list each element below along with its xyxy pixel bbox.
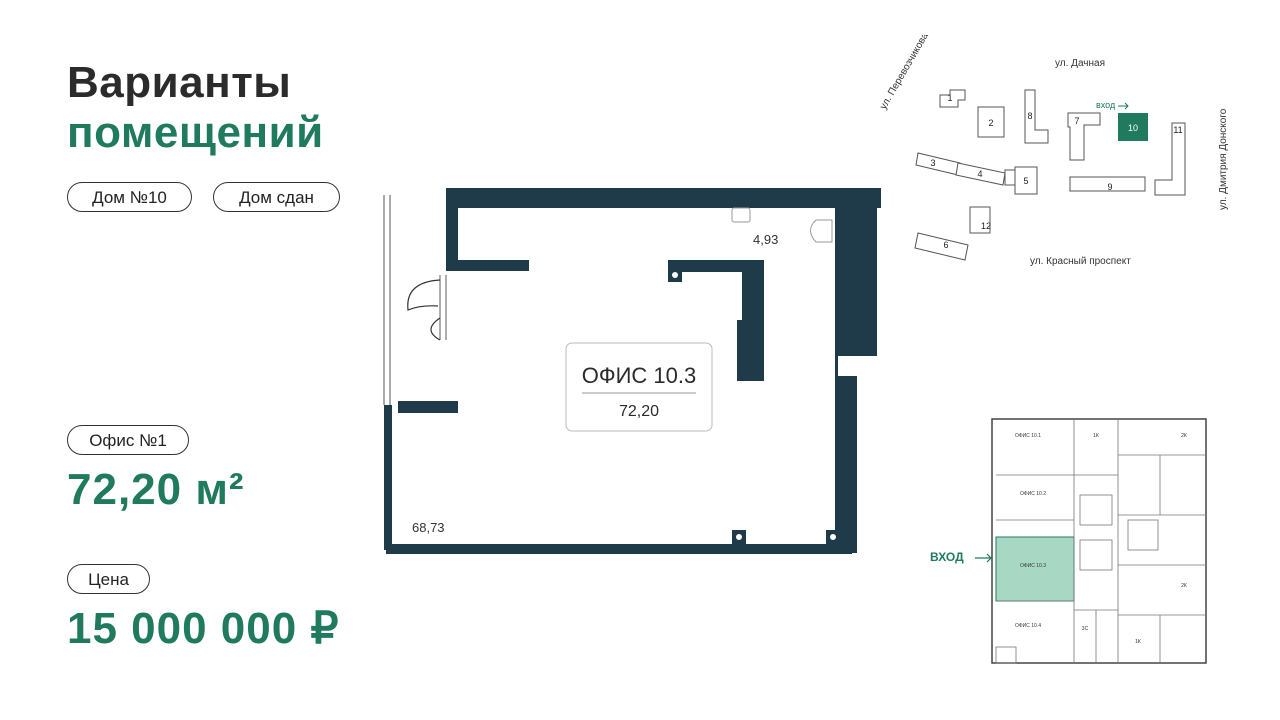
unit-office-10-3-highlight (995, 536, 1075, 602)
building-label-5: 5 (1023, 176, 1028, 186)
wall-top-left-vertical (446, 188, 458, 270)
wall-top (446, 188, 881, 208)
wall-inner-step (737, 320, 764, 381)
room-label-box (565, 342, 713, 432)
unit-label-office-10-2: ОФИС 10.2 (1020, 491, 1046, 497)
street-label-donskogo: ул. Дмитрия Донского (1218, 108, 1229, 210)
page-title-line1: Варианты (67, 58, 292, 107)
building-3 (915, 152, 961, 176)
building-2 (977, 106, 1005, 138)
building-label-1: 1 (947, 93, 952, 103)
unit-label-office-10-4: ОФИС 10.4 (1015, 623, 1041, 629)
room-name: ОФИС 10.3 (582, 363, 696, 388)
office-area: 72,20 м² (67, 465, 245, 514)
house-tag: Дом №10 (67, 182, 192, 212)
unit-label-2k-a: 2К (1181, 433, 1187, 439)
building-6 (914, 232, 969, 261)
building-label-6: 6 (943, 240, 948, 250)
street-label-perevozchikova: ул. Перевозчикова (878, 35, 931, 111)
wc-fixtures (731, 207, 833, 243)
building-floor-plan: ОФИС 10.1 ОФИС 10.2 ОФИС 10.3 ОФИС 10.4 … (991, 418, 1207, 664)
building-label-10: 10 (1128, 123, 1138, 133)
small-room-area: 4,93 (753, 232, 778, 247)
building-5 (1014, 166, 1038, 195)
unit-label-office-10-1: ОФИС 10.1 (1015, 433, 1041, 439)
building-12 (969, 206, 991, 234)
room-area: 72,20 (619, 403, 659, 420)
building-9 (1069, 176, 1146, 192)
street-label-krasny: ул. Красный проспект (1030, 256, 1131, 267)
site-entrance-label: вход (1096, 100, 1116, 110)
building-label-3: 3 (930, 158, 935, 168)
office-floor-plan: 4,93 68,73 ОФИС 10.3 72,20 (383, 188, 881, 554)
wall-top-left-stub (446, 260, 529, 271)
floor-entrance-arrow (975, 553, 992, 563)
building-label-4: 4 (977, 169, 982, 179)
office-tag: Офис №1 (67, 425, 189, 455)
unit-label-1k-b: 1К (1135, 639, 1141, 645)
unit-label-2k-b: 2К (1181, 583, 1187, 589)
building-8 (1024, 89, 1049, 144)
unit-label-office-10-3: ОФИС 10.3 (1020, 563, 1046, 569)
site-entrance-arrow (1118, 102, 1129, 110)
building-11 (1154, 122, 1186, 196)
building-label-9: 9 (1107, 182, 1112, 192)
building-1 (939, 89, 966, 108)
page-title-line2: помещений (67, 108, 324, 157)
status-tag: Дом сдан (213, 182, 340, 212)
building-label-8: 8 (1027, 111, 1032, 121)
price-value: 15 000 000 ₽ (67, 604, 340, 653)
price-tag: Цена (67, 564, 150, 594)
building-7 (1067, 112, 1101, 161)
wall-right-lower (835, 208, 857, 553)
corner-area: 68,73 (412, 520, 445, 535)
building-label-7: 7 (1074, 116, 1079, 126)
building-10-highlight (1118, 113, 1148, 141)
unit-label-1k-a: 1К (1093, 433, 1099, 439)
entrance-door (400, 275, 450, 341)
street-label-dachnaya: ул. Дачная (1055, 58, 1105, 69)
building-label-11: 11 (1173, 125, 1182, 135)
building-4 (955, 162, 1006, 186)
unit-label-3c: 3С (1082, 626, 1089, 632)
building-label-2: 2 (988, 118, 993, 128)
site-map: 1 2 3 4 5 6 7 8 9 10 11 12 вход ул. Пере… (878, 35, 1229, 267)
building-label-12: 12 (981, 221, 991, 231)
floor-entrance-label: ВХОД (930, 550, 964, 564)
wall-left-stub (398, 401, 458, 413)
